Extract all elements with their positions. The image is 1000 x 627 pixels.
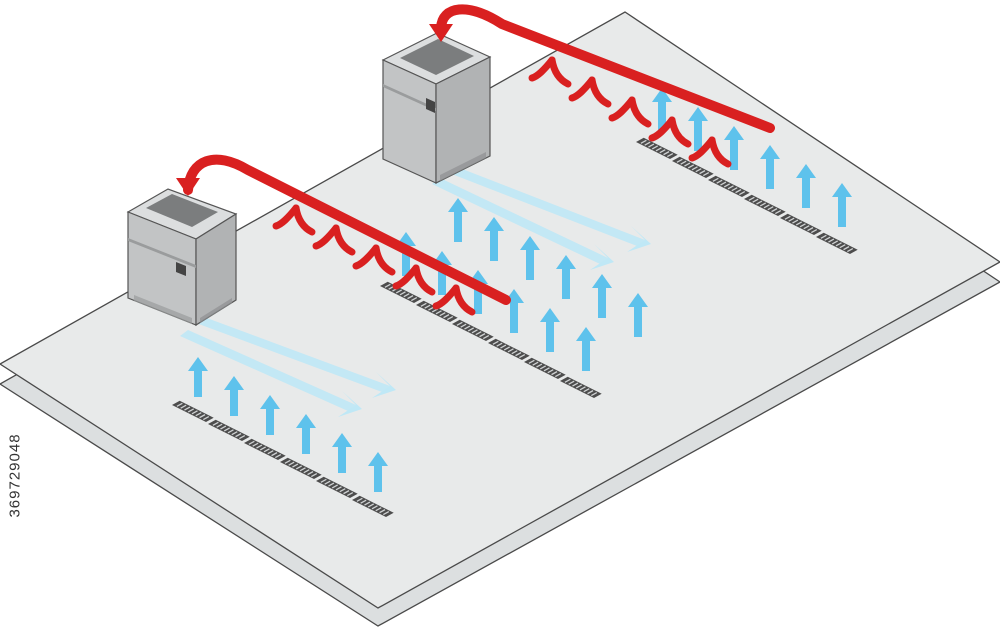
cold-air-arrow-icon [628,293,648,337]
floor-vent-icon [280,457,322,479]
floor-vent-icon [316,476,358,498]
stock-id-watermark: 369729048 [2,385,28,565]
floor-vent-icon [416,300,458,322]
hot-air-arrow-icon [429,24,453,42]
hot-air-arrow-icon [608,96,652,128]
cool-stream-arrow [432,178,608,264]
floor-vent-icon [208,419,250,441]
cold-air-arrow-icon [540,308,560,352]
cool-stream-arrow [188,314,390,392]
floor-vent-icon [780,213,822,235]
raised-floor [0,11,1000,627]
floor-vent-icon [816,232,858,254]
cold-air-arrow-icon [332,433,352,473]
hot-air-arrow-icon [436,4,775,133]
floor-top-surface [0,11,1000,609]
crac-unit-icon [381,32,492,184]
hot-air-arrow-icon [688,136,732,168]
cold-air-arrow-icon [832,183,852,227]
floor-vent-icon [172,400,214,422]
floor-vent-icon [524,357,566,379]
cold-air-arrow-icon [296,414,316,454]
floor-vent-icon [244,438,286,460]
crac-unit-icon [126,188,238,327]
cool-stream-arrow [444,165,645,246]
cool-stream-arrow [590,244,614,270]
floor-vent-icon [560,376,602,398]
cold-air-arrow-icon [796,164,816,208]
hot-air-arrow-icon [272,204,316,236]
hot-air-arrow-icon [432,284,476,316]
cold-air-arrow-icon [484,217,504,261]
hot-air-arrow-icon [352,244,396,276]
hot-air-branches [272,204,476,316]
cool-air-streams [180,165,651,417]
cold-air-arrow-icon [520,236,540,280]
cold-air-arrow-icon [576,327,596,371]
cold-air-arrow-icon [448,198,468,242]
cool-stream-arrow [338,391,362,417]
cold-air-arrow-icon [688,107,708,151]
hot-air-return-left [176,154,511,316]
floor-vent-icon [672,156,714,178]
floor-vent-icon [636,137,678,159]
cold-air-arrow-icon [592,274,612,318]
hot-air-arrow-icon [176,178,200,196]
stock-id-text: 369729048 [6,432,24,518]
cool-stream-arrow [627,226,651,252]
floor-vent-icon [744,194,786,216]
hot-air-arrow-icon [528,56,572,88]
crac-unit-left [126,188,238,327]
floor-vents [172,137,858,517]
hot-air-arrow-icon [648,116,692,148]
cold-air-arrow-icon [224,376,244,416]
cold-air-arrow-icon [368,452,388,492]
floor-vent-icon [708,175,750,197]
crac-unit-right [381,32,492,184]
cold-air-arrow-icon [260,395,280,435]
hot-air-arrow-icon [312,224,356,256]
cold-air-arrow-icon [556,255,576,299]
cold-air-arrow-icon [724,126,744,170]
hot-air-arrow-icon [392,264,436,296]
hot-air-arrow-icon [568,76,612,108]
floor-vent-icon [452,319,494,341]
cold-air-arrow-icon [188,357,208,397]
hot-air-return-right [429,4,775,168]
hot-air-branches [528,56,732,168]
cool-stream-arrow [180,330,356,411]
cold-air-arrow-icon [652,88,672,132]
floor-vent-icon [488,338,530,360]
cold-air-arrow-icon [760,145,780,189]
cool-stream-arrow [372,372,396,398]
floor-vent-icon [352,495,394,517]
